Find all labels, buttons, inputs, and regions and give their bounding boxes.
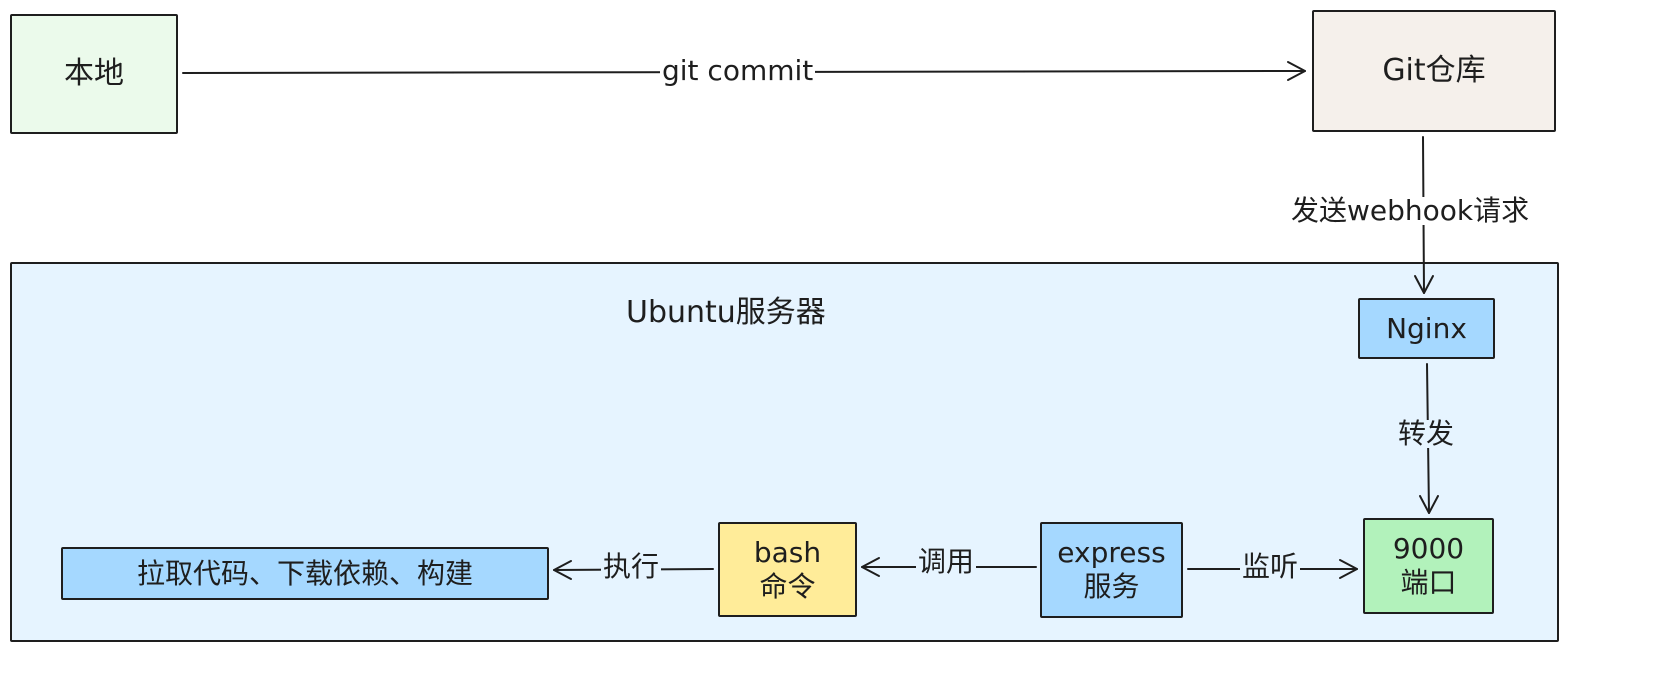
webhook-edge-label: 发送webhook请求: [1289, 194, 1532, 227]
bash-command-node: bash 命令: [718, 522, 857, 617]
express-node-line2: 服务: [1083, 570, 1140, 603]
express-node-line1: express: [1057, 536, 1166, 570]
nginx-node: Nginx: [1358, 298, 1495, 359]
local-node: 本地: [10, 14, 178, 134]
git-repo-node: Git仓库: [1312, 10, 1556, 132]
commit-arrow-head: [1287, 61, 1306, 81]
commit-edge-label: git commit: [660, 54, 816, 87]
invoke-arrow-head: [861, 557, 880, 577]
execute-arrow-head: [553, 560, 572, 580]
execute-edge-label: 执行: [601, 550, 662, 583]
build-task-node: 拉取代码、下载依赖、构建: [61, 547, 549, 600]
forward-edge-label: 转发: [1396, 417, 1457, 450]
bash-node-line1: bash: [753, 535, 822, 569]
invoke-edge-label: 调用: [916, 545, 977, 578]
forward-arrow-head: [1419, 495, 1439, 514]
listen-arrow-head: [1339, 559, 1358, 579]
build-task-label: 拉取代码、下载依赖、构建: [136, 556, 473, 590]
local-node-label: 本地: [64, 56, 124, 91]
git-repo-node-label: Git仓库: [1382, 53, 1486, 88]
listen-edge-label: 监听: [1240, 550, 1301, 583]
bash-node-line2: 命令: [759, 569, 816, 603]
ubuntu-server-title: Ubuntu服务器: [626, 295, 826, 330]
port-node-line1: 9000: [1392, 532, 1465, 566]
nginx-node-label: Nginx: [1386, 311, 1467, 345]
express-service-node: express 服务: [1040, 522, 1183, 618]
port-9000-node: 9000 端口: [1363, 518, 1494, 614]
webhook-arrow-head: [1414, 275, 1434, 294]
port-node-line2: 端口: [1400, 566, 1457, 599]
